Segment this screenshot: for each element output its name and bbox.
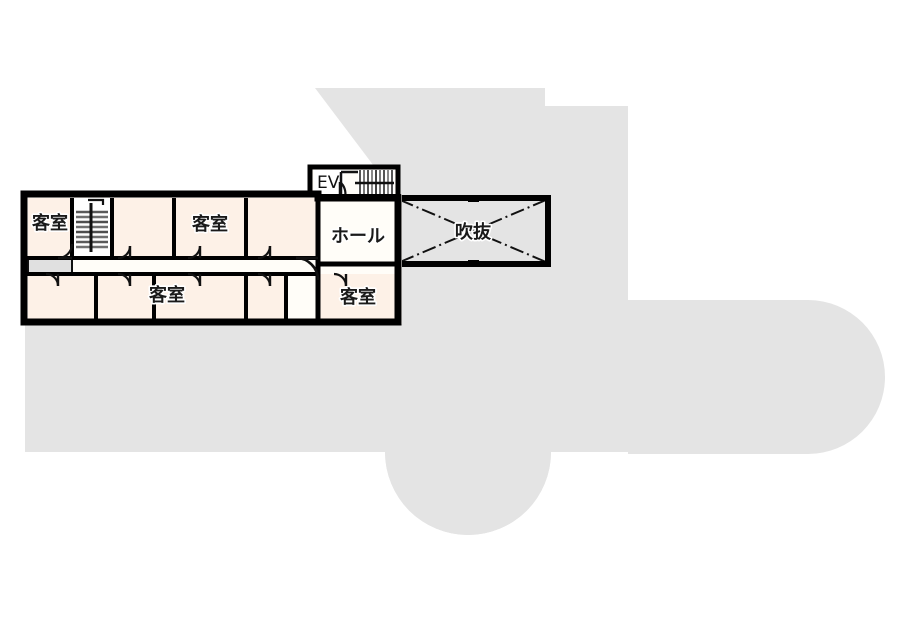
- room-label-guest-6: 客室: [149, 284, 185, 306]
- stairs-left-hatch: [76, 198, 108, 252]
- room-label-hall: ホール: [331, 226, 385, 247]
- room-top-2-fill: [112, 198, 174, 258]
- room-guest-3-fill: [174, 198, 246, 258]
- void-tick-bottom: [468, 260, 479, 266]
- elevator-stair-hatch: [339, 170, 394, 197]
- room-guest-10-fill: [318, 274, 398, 320]
- site-gray-mid: [398, 264, 628, 322]
- void-tick-top: [468, 196, 479, 202]
- corridor-fill: [28, 258, 318, 274]
- room-bottom-blank-fill: [286, 274, 318, 320]
- room-top-4-fill: [246, 198, 318, 258]
- hall-fill: [318, 198, 398, 264]
- void-diagonal-b: [399, 199, 547, 263]
- room-bottom-2-fill: [96, 274, 154, 320]
- corridor-shaft: [27, 257, 73, 275]
- atrium-void-group: 吹抜: [395, 195, 551, 267]
- site-gray-lobe: [628, 300, 885, 454]
- room-guest-1-fill: [28, 198, 72, 258]
- door-swings: [45, 243, 348, 287]
- building-rooms-group: 客室 客室 ホール 客室 客室: [20, 190, 402, 326]
- atrium-void-label: 吹抜: [455, 221, 492, 243]
- room-label-guest-3: 客室: [192, 213, 228, 235]
- room-bottom-1-fill: [28, 274, 96, 320]
- site-gray-bump: [385, 452, 551, 535]
- room-label-guest-10: 客室: [340, 286, 376, 308]
- elevator-label: EV: [317, 173, 340, 193]
- site-gray-main: [25, 322, 628, 535]
- room-bottom-4-fill: [246, 274, 286, 320]
- room-label-guest-1: 客室: [32, 212, 68, 234]
